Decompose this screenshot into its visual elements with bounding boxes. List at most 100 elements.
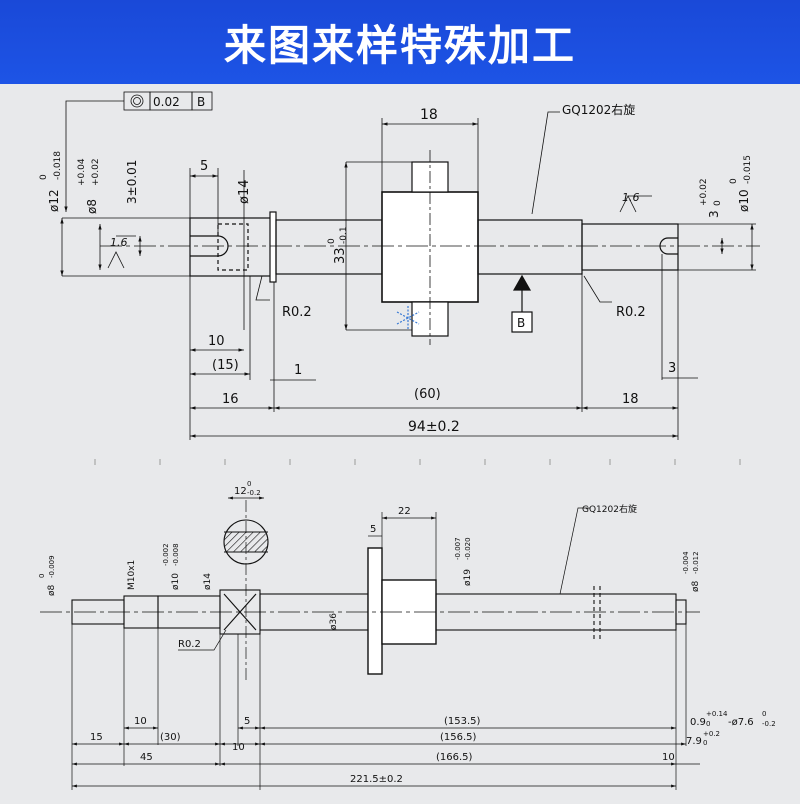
roughness-right: 1.6 bbox=[622, 191, 640, 204]
tolerance-datum: B bbox=[197, 95, 205, 109]
dim-10-up: -0.002 bbox=[162, 543, 170, 566]
dim-dia10: ø10 bbox=[737, 189, 751, 212]
dim-5: 5 bbox=[200, 159, 208, 174]
dim-12: 12 bbox=[234, 486, 247, 497]
roughness-left-icon bbox=[107, 251, 125, 269]
datum-triangle bbox=[512, 274, 532, 291]
dim-166: (166.5) bbox=[436, 752, 473, 763]
r02-right: R0.2 bbox=[616, 305, 646, 320]
dim-30: (30) bbox=[160, 732, 181, 743]
r02-left: R0.2 bbox=[282, 305, 312, 320]
dim-12-low: -0.2 bbox=[247, 489, 261, 497]
dim-8-left: ø8 bbox=[47, 584, 57, 596]
dim-45: 45 bbox=[140, 752, 153, 763]
bottom-labels: 12 0 -0.2 22 5 ø19 -0.007 -0.020 ø8 0 -0… bbox=[38, 480, 776, 785]
dim-36: ø36 bbox=[329, 613, 339, 630]
dim-10a: 10 bbox=[134, 716, 147, 727]
dim-09-up: +0.14 bbox=[706, 710, 728, 718]
datum-box bbox=[511, 311, 533, 333]
dim-8-right: ø8 bbox=[691, 580, 701, 592]
dim-79: 7.9 bbox=[686, 736, 702, 747]
dim-15: (15) bbox=[212, 358, 239, 373]
dim-m10: M10x1 bbox=[127, 560, 137, 590]
dim-18-right: 18 bbox=[622, 392, 639, 407]
r02-left-leader bbox=[255, 275, 270, 301]
retaining-ring bbox=[269, 211, 277, 283]
dim-5b: 5 bbox=[370, 524, 376, 535]
thread-b-label: GQ1202右旋 bbox=[582, 503, 637, 515]
dim-16: 16 bbox=[222, 392, 239, 407]
tolerance-leader bbox=[64, 100, 124, 212]
dim-10: 10 bbox=[208, 334, 225, 349]
dim-dia8-low: +0.02 bbox=[91, 158, 101, 186]
dim-79-low: 0 bbox=[703, 739, 707, 747]
dim-dia8-up: +0.04 bbox=[77, 158, 87, 186]
datum-label: B bbox=[517, 316, 525, 330]
tolerance-datum-box bbox=[191, 91, 213, 111]
dim-10-low: -0.008 bbox=[172, 543, 180, 566]
r02-b: R0.2 bbox=[178, 639, 201, 650]
dim-8-right-up: -0.004 bbox=[682, 551, 690, 574]
shaft-left bbox=[275, 219, 383, 275]
top-view bbox=[100, 150, 760, 345]
r02-b-leader bbox=[178, 629, 227, 651]
dim-dia12-low: -0.018 bbox=[53, 151, 63, 180]
dim-3-top-low: 0 bbox=[713, 200, 723, 206]
dim-10c: 10 bbox=[662, 752, 675, 763]
snowflake-icon bbox=[396, 306, 420, 330]
dim-18: 18 bbox=[420, 107, 438, 123]
dim-76: -ø7.6 bbox=[728, 717, 754, 728]
dim-dia10-up: 0 bbox=[729, 178, 739, 184]
dim-8-right-low: -0.012 bbox=[692, 551, 700, 574]
r02-right-leader bbox=[583, 275, 612, 303]
dim-22: 22 bbox=[398, 506, 411, 517]
concentricity-inner-icon bbox=[133, 97, 141, 105]
dim-10b: 10 bbox=[232, 742, 245, 753]
shaft-right bbox=[477, 219, 583, 275]
thread-label: GQ1202右旋 bbox=[562, 102, 635, 117]
dim-33-up: 0 bbox=[327, 238, 337, 244]
left-journal bbox=[189, 217, 275, 277]
dim-1: 1 bbox=[294, 363, 302, 378]
dim-5c: 5 bbox=[244, 716, 250, 727]
engineering-drawing: 0.02 B 18 5 ø14 ø12 0 -0.018 ø8 +0.04 +0… bbox=[0, 84, 800, 800]
top-labels: 0.02 B 18 5 ø14 ø12 0 -0.018 ø8 +0.04 +0… bbox=[39, 95, 753, 435]
left-hidden-bore bbox=[217, 223, 249, 271]
thread-leader bbox=[531, 111, 560, 215]
dim-3-top-up: +0.02 bbox=[699, 178, 709, 206]
dim-dia12-up: 0 bbox=[39, 174, 49, 180]
dim-33-low: -0.1 bbox=[339, 226, 349, 244]
dim-12-up: 0 bbox=[247, 480, 251, 488]
top-dimensions bbox=[60, 91, 756, 440]
dim-76-low: -0.2 bbox=[762, 720, 776, 728]
roughness-left: 1.6 bbox=[110, 236, 128, 249]
dim-dia10-low: -0.015 bbox=[743, 155, 753, 184]
separator bbox=[94, 459, 741, 465]
bottom-view bbox=[40, 500, 700, 680]
dim-14: ø14 bbox=[203, 573, 213, 590]
dim-09: 0.9 bbox=[690, 717, 706, 728]
bottom-dimensions bbox=[71, 496, 700, 790]
dim-15b: 15 bbox=[90, 732, 103, 743]
dim-dia14: ø14 bbox=[237, 180, 252, 205]
concentricity-icon bbox=[130, 94, 144, 108]
dim-3-top: 3 bbox=[707, 210, 721, 218]
dim-10: ø10 bbox=[171, 573, 181, 590]
dim-8-left-up: 0 bbox=[38, 574, 46, 578]
dim-dia8: ø8 bbox=[85, 199, 99, 214]
tolerance-value: 0.02 bbox=[153, 95, 180, 109]
dim-33: 33 bbox=[333, 247, 348, 264]
banner-title: 来图来样特殊加工 bbox=[223, 20, 576, 70]
dim-79-up: +0.2 bbox=[703, 730, 720, 738]
dim-153: (153.5) bbox=[444, 716, 481, 727]
dim-8-left-low: -0.009 bbox=[48, 555, 56, 578]
thread-b-leader bbox=[559, 507, 590, 595]
dim-3-right: 3 bbox=[668, 361, 676, 376]
right-journal bbox=[581, 223, 679, 271]
dim-76-up: 0 bbox=[762, 710, 766, 718]
bearing-cross-2 bbox=[223, 593, 257, 631]
dim-156: (156.5) bbox=[440, 732, 477, 743]
dim-94: 94±0.2 bbox=[408, 419, 460, 435]
dim-221: 221.5±0.2 bbox=[350, 774, 403, 785]
drawing-canvas: 0.02 B 18 5 ø14 ø12 0 -0.018 ø8 +0.04 +0… bbox=[38, 91, 776, 790]
